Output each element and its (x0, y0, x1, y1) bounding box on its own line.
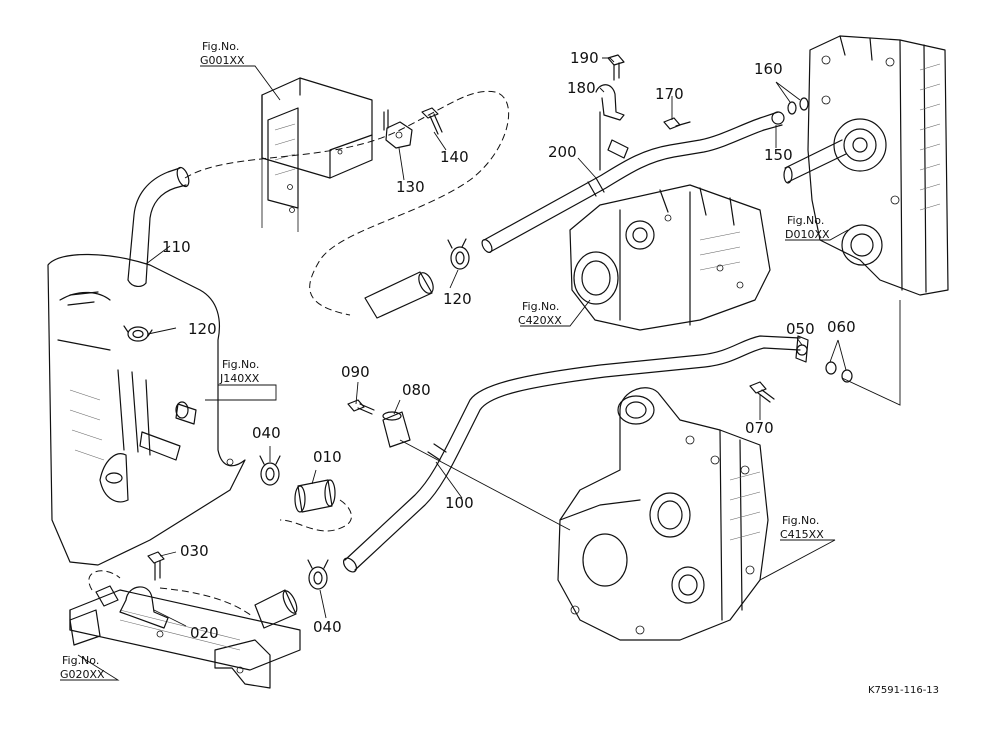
fig-label: Fig.No. (522, 300, 559, 313)
hose-clamp-040-upper (259, 455, 281, 486)
fig-code: C415XX (780, 528, 824, 541)
fig-code: C420XX (518, 314, 562, 327)
hose-route-bottom (88, 570, 253, 617)
fig-ref-g020: Fig.No. G020XX (60, 654, 105, 681)
part-number-100: 100 (445, 494, 474, 512)
hose-segment-lower (254, 589, 298, 629)
part-number-060: 060 (827, 318, 856, 336)
fig-ref-g001: Fig.No. G001XX (200, 40, 245, 67)
fig-label: Fig.No. (782, 514, 819, 527)
hose-110 (127, 166, 190, 287)
drawing-reference: K7591-116-13 (868, 685, 939, 696)
part-number-110: 110 (162, 238, 191, 256)
fuel-tank (47, 253, 246, 566)
part-number-130: 130 (396, 178, 425, 196)
part-number-120-left: 120 (188, 320, 217, 338)
hose-route-top (184, 90, 510, 316)
bolt-140 (421, 107, 443, 135)
part-number-070: 070 (745, 419, 774, 437)
fig-label: Fig.No. (787, 214, 824, 227)
hose-clamp-120-left (123, 325, 153, 342)
part-number-170: 170 (655, 85, 684, 103)
bolt-030 (147, 551, 165, 581)
o-rings-160 (787, 97, 809, 115)
part-number-120-top: 120 (443, 290, 472, 308)
fig-ref-c415: Fig.No. C415XX (780, 514, 824, 541)
lower-housing (557, 387, 769, 641)
bolt-090 (347, 399, 375, 415)
o-rings-060 (825, 361, 853, 383)
fig-code: D010XX (785, 228, 830, 241)
part-number-090: 090 (341, 363, 370, 381)
fig-ref-d010: Fig.No. D010XX (785, 214, 830, 241)
fig-ref-j140: Fig.No. J140XX (219, 358, 260, 385)
part-number-150: 150 (764, 146, 793, 164)
part-number-020: 020 (190, 624, 219, 642)
fig-label: Fig.No. (202, 40, 239, 53)
spacer-080 (382, 411, 411, 448)
part-number-180: 180 (567, 79, 596, 97)
hose-clamp-040-lower (307, 559, 329, 590)
bolt-190 (607, 54, 625, 81)
leader-lines (60, 57, 901, 681)
clip-180 (595, 84, 625, 171)
part-number-040-lower: 040 (313, 618, 342, 636)
part-number-labels: 190 180 170 160 150 200 140 130 110 120 … (162, 49, 856, 642)
fig-code: G020XX (60, 668, 105, 681)
part-number-040-upper: 040 (252, 424, 281, 442)
frame-bracket-bottom (69, 589, 301, 689)
hose-route-lower (279, 499, 352, 532)
hose-clamp-120-top (447, 238, 470, 270)
bolt-170 (663, 117, 691, 130)
part-number-080: 080 (402, 381, 431, 399)
pipe-200 (481, 111, 785, 253)
part-number-200: 200 (548, 143, 577, 161)
pipe-clamp-020 (95, 585, 169, 629)
hose-segment-top (364, 271, 434, 319)
fig-ref-c420: Fig.No. C420XX (518, 300, 562, 327)
fig-code: G001XX (200, 54, 245, 67)
part-number-010: 010 (313, 448, 342, 466)
hose-clip-130 (383, 109, 413, 149)
part-number-190: 190 (570, 49, 599, 67)
frame-bracket-top (261, 77, 373, 232)
fig-code: J140XX (219, 372, 260, 385)
center-housing (569, 184, 771, 331)
pipe-100 (342, 335, 809, 573)
part-number-140: 140 (440, 148, 469, 166)
fig-label: Fig.No. (62, 654, 99, 667)
transmission-housing (783, 35, 949, 296)
hose-010 (294, 479, 336, 513)
part-number-160: 160 (754, 60, 783, 78)
part-number-030: 030 (180, 542, 209, 560)
fig-label: Fig.No. (222, 358, 259, 371)
bolt-070 (749, 381, 775, 403)
part-number-050: 050 (786, 320, 815, 338)
